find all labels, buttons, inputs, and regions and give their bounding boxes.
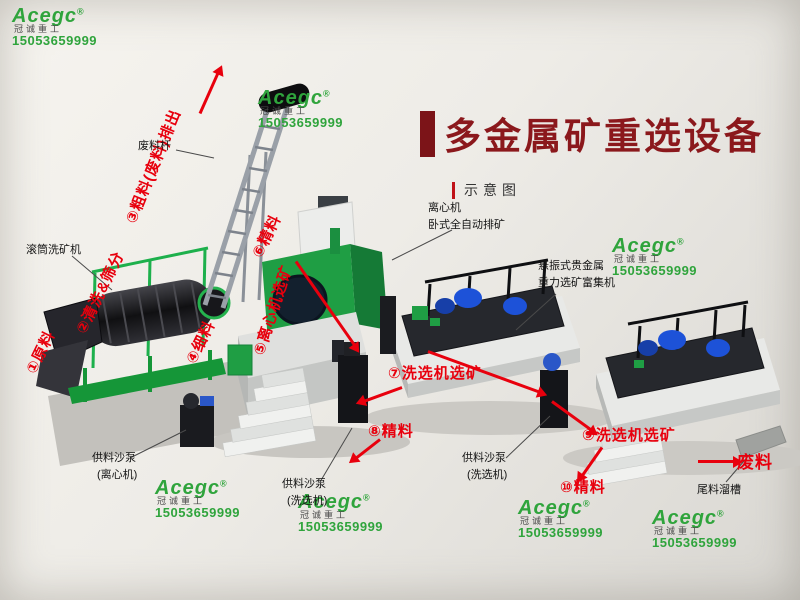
company-name: 冠诚重工 bbox=[520, 516, 569, 526]
flow-arrow-waste-right bbox=[698, 455, 743, 468]
centrifuge-feed-pump-illustration bbox=[180, 393, 214, 447]
tailings-chute-illustration bbox=[735, 425, 787, 459]
subtitle-accent-bar bbox=[452, 181, 455, 199]
company-name: 冠诚重工 bbox=[260, 106, 309, 116]
trommel-washer-illustration bbox=[36, 246, 231, 404]
subtitle-text: 示意图 bbox=[464, 182, 521, 198]
brand-logo: Acegc® bbox=[518, 497, 591, 519]
gravity-concentrator-1-illustration bbox=[380, 258, 580, 398]
equip-label-waste-rod: 废料杆 bbox=[138, 140, 171, 152]
watermark: Acegc® 冠诚重工 15053659999 bbox=[12, 6, 97, 48]
title-accent-block bbox=[420, 111, 435, 157]
watermark: Acegc® 冠诚重工 15053659999 bbox=[155, 478, 240, 520]
flow-step-7-washer-sorting: ⑦洗选机选矿 bbox=[388, 365, 482, 382]
brand-logo: Acegc® bbox=[155, 477, 228, 499]
phone-number: 15053659999 bbox=[12, 33, 98, 49]
equip-label-centrifuge: 离心机 卧式全自动排矿 bbox=[428, 202, 505, 232]
label-leader-lines bbox=[71, 149, 751, 483]
phone-number: 15053659999 bbox=[612, 263, 698, 279]
watermark: Acegc® 冠诚重工 15053659999 bbox=[612, 236, 697, 278]
brand-logo: Acegc® bbox=[12, 5, 85, 27]
registered-mark: ® bbox=[677, 236, 685, 247]
brand-logo: Acegc® bbox=[652, 507, 725, 529]
equip-label-feed-pump-washer-1: 供料沙泵 (洗选机) bbox=[282, 478, 328, 508]
flow-label-waste: 废料 bbox=[737, 453, 773, 472]
brand-logo: Acegc® bbox=[612, 235, 685, 257]
flow-step-8-concentrate: ⑧精料 bbox=[368, 423, 414, 440]
brand-logo: Acegc® bbox=[298, 491, 371, 513]
staircase-1 bbox=[222, 367, 317, 458]
registered-mark: ® bbox=[220, 478, 228, 489]
subtitle: 示意图 bbox=[452, 180, 521, 200]
flow-step-9-washer-sorting: ⑨洗选机选矿 bbox=[582, 427, 676, 444]
registered-mark: ® bbox=[323, 88, 331, 99]
registered-mark: ® bbox=[583, 498, 591, 509]
phone-number: 15053659999 bbox=[298, 519, 384, 535]
company-name: 冠诚重工 bbox=[157, 496, 206, 506]
equip-label-suspended-concentrator: 悬振式贵金属 重力选矿富集机 bbox=[538, 260, 615, 290]
company-name: 冠诚重工 bbox=[300, 510, 349, 520]
phone-number: 15053659999 bbox=[652, 535, 738, 551]
company-name: 冠诚重工 bbox=[654, 526, 703, 536]
main-title: 多金属矿重选设备 bbox=[420, 106, 764, 160]
brand-logo: Acegc® bbox=[258, 87, 331, 109]
phone-number: 15053659999 bbox=[155, 505, 241, 521]
company-name: 冠诚重工 bbox=[14, 24, 63, 34]
phone-number: 15053659999 bbox=[258, 115, 344, 131]
watermark: Acegc® 冠诚重工 15053659999 bbox=[298, 492, 383, 534]
registered-mark: ® bbox=[363, 492, 371, 503]
registered-mark: ® bbox=[77, 6, 85, 17]
page-title: 多金属矿重选设备 bbox=[444, 115, 764, 158]
gravity-concentrator-2-illustration bbox=[596, 300, 780, 440]
watermark: Acegc® 冠诚重工 15053659999 bbox=[258, 88, 343, 130]
waste-discharge-elevator-illustration bbox=[202, 83, 310, 309]
flow-step-10-concentrate: ⑩精料 bbox=[560, 479, 606, 496]
company-name: 冠诚重工 bbox=[614, 254, 663, 264]
equip-label-feed-pump-washer-2: 供料沙泵 (洗选机) bbox=[462, 452, 508, 482]
registered-mark: ® bbox=[717, 508, 725, 519]
equip-label-trommel-washer: 滚筒洗矿机 bbox=[26, 244, 81, 256]
equip-label-tailings-chute: 尾料溜槽 bbox=[697, 484, 741, 496]
watermark: Acegc® 冠诚重工 15053659999 bbox=[518, 498, 603, 540]
phone-number: 15053659999 bbox=[518, 525, 604, 541]
watermark: Acegc® 冠诚重工 15053659999 bbox=[652, 508, 737, 550]
equip-label-feed-pump-centrifuge: 供料沙泵 (离心机) bbox=[92, 452, 138, 482]
